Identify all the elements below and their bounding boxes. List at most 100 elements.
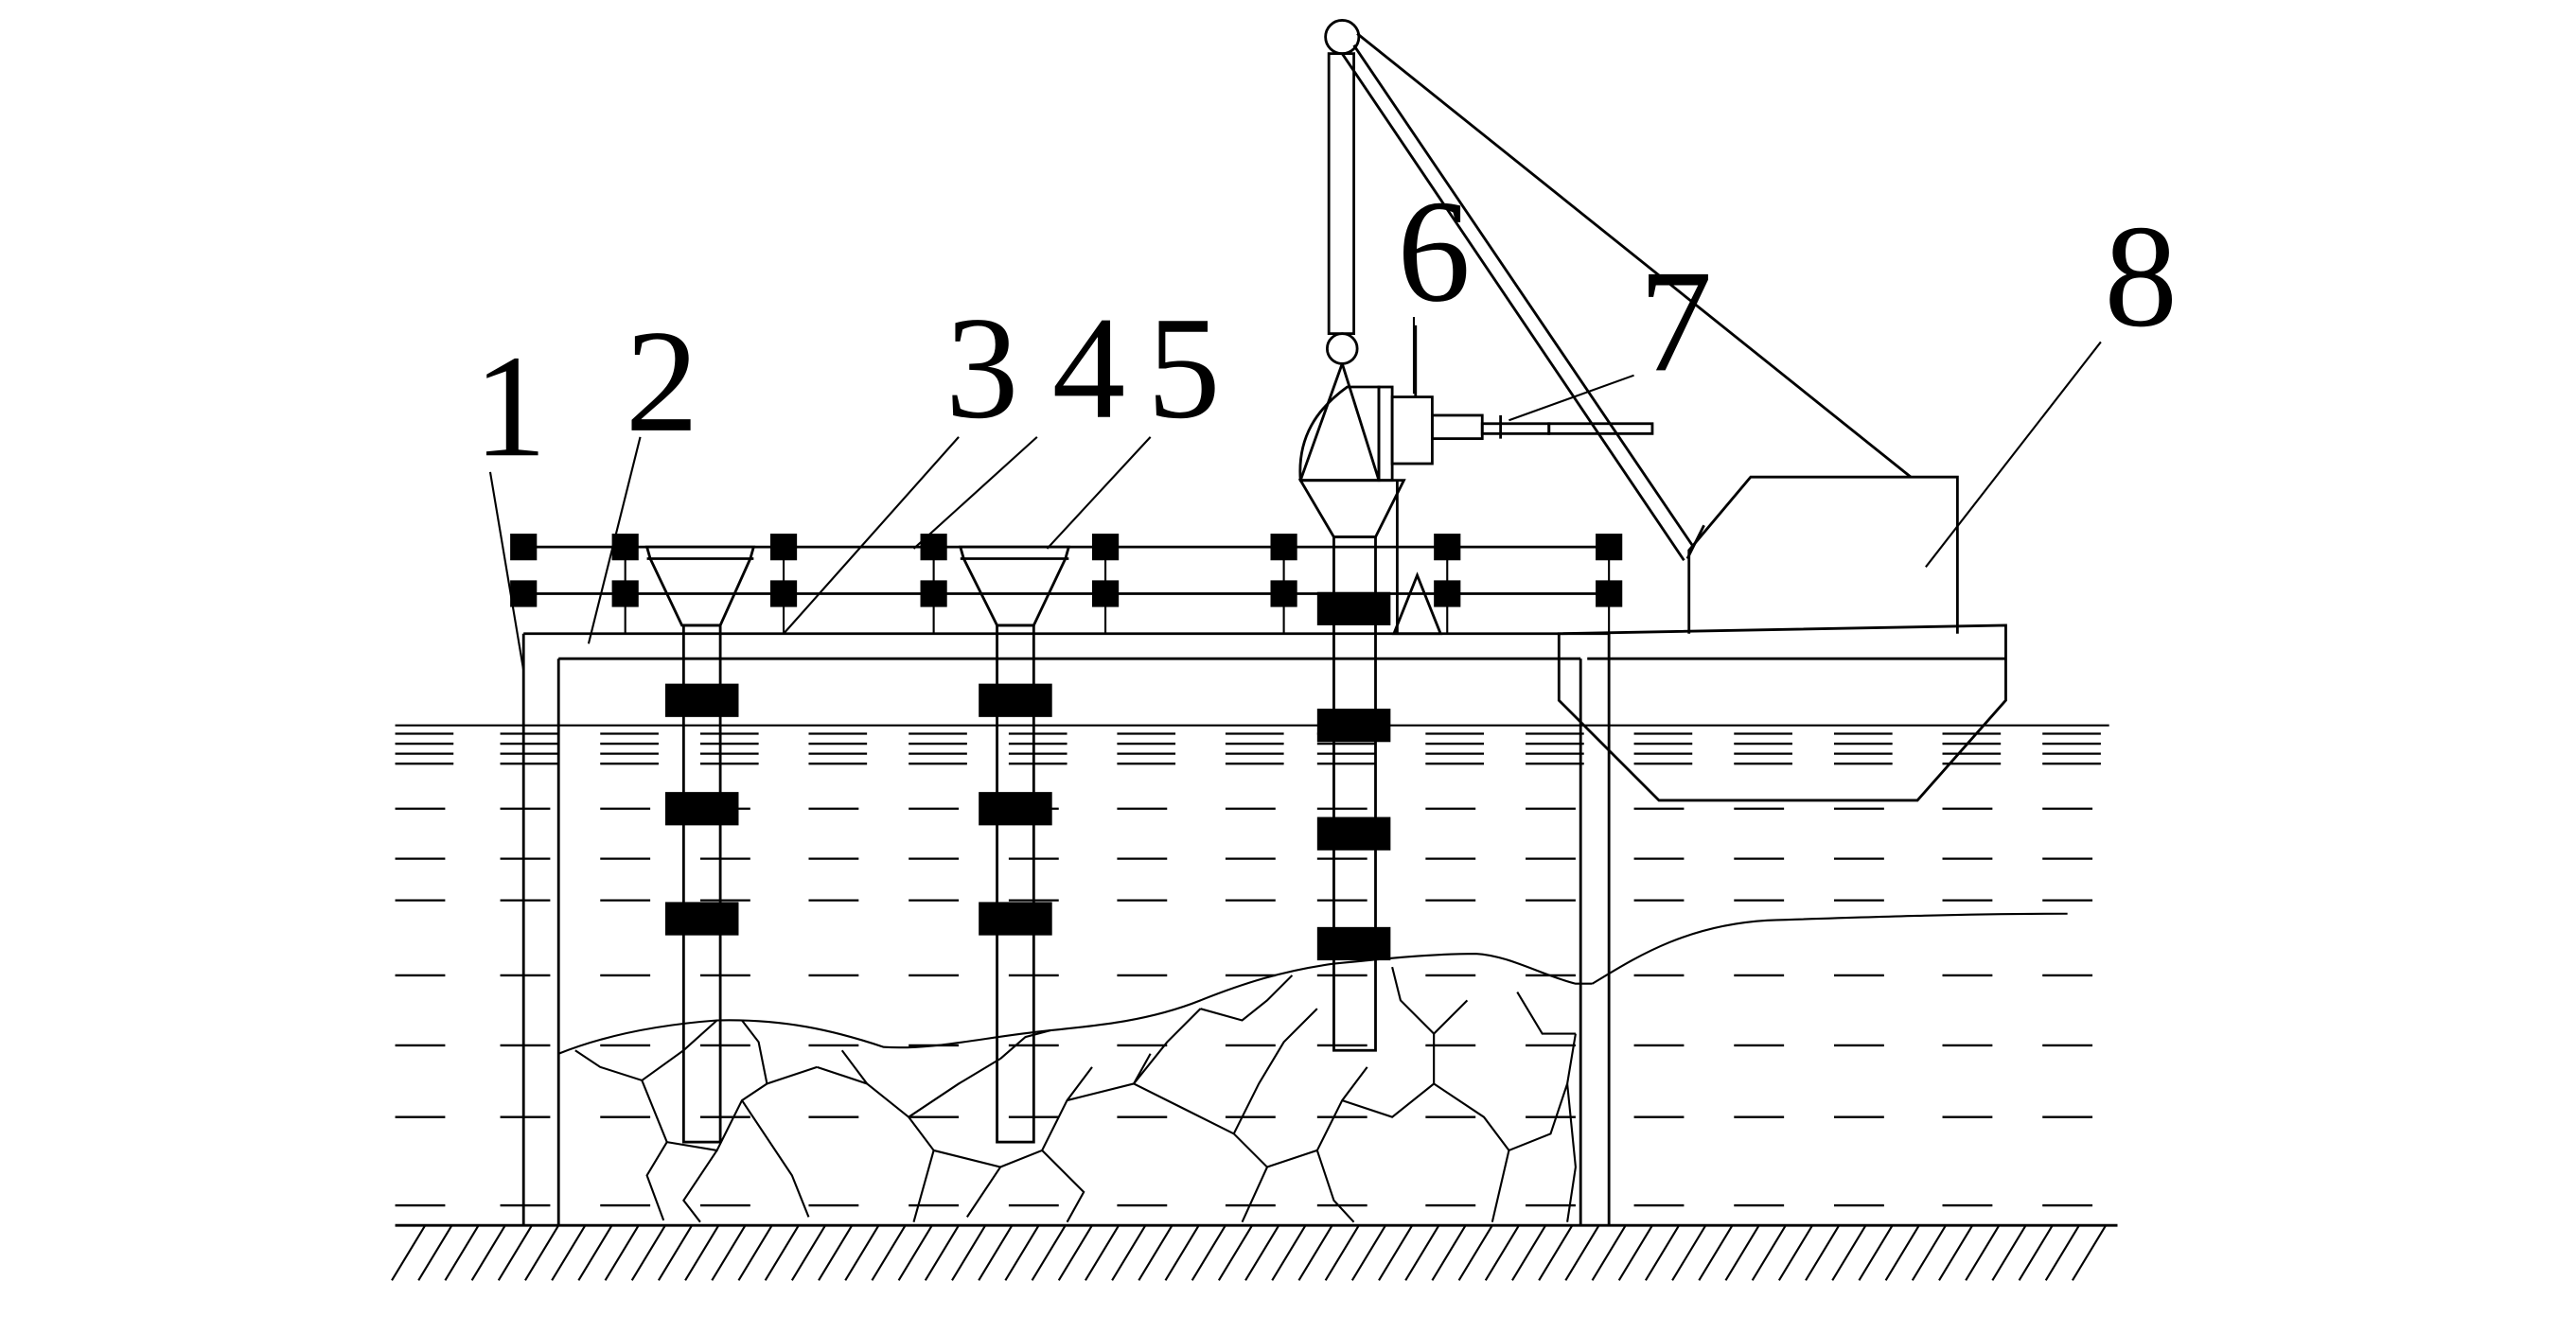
vibratory-hammer <box>1298 325 1443 636</box>
label-4: 4 <box>1052 287 1126 449</box>
hatch-line <box>524 1224 560 1281</box>
pile-driven <box>1297 479 1406 1052</box>
hatch-line <box>1564 1224 1600 1281</box>
hatch-line <box>871 1224 907 1281</box>
hatch-line <box>1617 1224 1653 1281</box>
pile-left <box>644 545 756 1144</box>
crane-ship <box>1557 475 2007 802</box>
hatch-line <box>1404 1224 1440 1281</box>
hatch-line <box>951 1224 987 1281</box>
pile-clamp-block <box>1316 816 1391 851</box>
hatch-line <box>737 1224 773 1281</box>
hatch-line <box>1938 1224 1974 1281</box>
hatch-line <box>497 1224 533 1281</box>
hatch-line <box>1164 1224 1200 1281</box>
pile-clamp-block <box>1316 709 1391 743</box>
hatch-line <box>1324 1224 1360 1281</box>
hatch-line <box>2018 1224 2054 1281</box>
pile-clamp-block <box>664 902 739 936</box>
hatch-line <box>1031 1224 1067 1281</box>
hatch-line <box>391 1224 427 1281</box>
pile-clamp-block <box>1316 591 1391 625</box>
rail-clamp <box>1091 580 1120 607</box>
rock-fill <box>557 912 2068 1223</box>
pile-middle <box>958 545 1071 1144</box>
crane <box>1324 19 1912 562</box>
rail-clamp <box>769 580 798 607</box>
hatch-line <box>1297 1224 1333 1281</box>
hatch-line <box>1645 1224 1681 1281</box>
hatch-line <box>1511 1224 1547 1281</box>
hatch-line <box>417 1224 453 1281</box>
hatch-line <box>1111 1224 1147 1281</box>
hatch-line <box>844 1224 880 1281</box>
hatch-line <box>604 1224 640 1281</box>
pile-clamp-block <box>1316 926 1391 961</box>
hatch-line <box>577 1224 613 1281</box>
rail-clamp <box>611 580 639 607</box>
rail-clamp <box>1091 534 1120 561</box>
hatch-line <box>1591 1224 1627 1281</box>
rail-clamp <box>611 534 639 561</box>
hatch-line <box>630 1224 666 1281</box>
hatch-line <box>1751 1224 1787 1281</box>
hatch-line <box>658 1224 694 1281</box>
rail-clamps <box>510 534 1623 607</box>
hatch-line <box>1965 1224 2001 1281</box>
hatch-line <box>1884 1224 1920 1281</box>
pile-clamp-block <box>664 683 739 717</box>
hatch-line <box>1431 1224 1467 1281</box>
water-body <box>395 724 2109 1207</box>
hatch-line <box>1378 1224 1414 1281</box>
hatch-line <box>684 1224 720 1281</box>
hatch-line <box>1805 1224 1841 1281</box>
label-5: 5 <box>1147 287 1221 449</box>
hatch-line <box>1057 1224 1093 1281</box>
water-dash-lines <box>395 732 2101 1207</box>
seabed-hatching <box>391 1224 2108 1281</box>
rail-clamp <box>510 534 538 561</box>
label-1: 1 <box>473 325 547 487</box>
hatch-line <box>1217 1224 1254 1281</box>
hatch-line <box>1538 1224 1574 1281</box>
hatch-line <box>818 1224 854 1281</box>
seabed-ground <box>391 1223 2118 1281</box>
hatch-line <box>1484 1224 1520 1281</box>
pile-clamp-block <box>664 792 739 826</box>
hatch-line <box>978 1224 1014 1281</box>
hatch-line <box>1138 1224 1173 1281</box>
hatch-line <box>444 1224 480 1281</box>
hatch-line <box>1911 1224 1947 1281</box>
hatch-line <box>897 1224 933 1281</box>
label-8: 8 <box>2104 195 2178 358</box>
hatch-line <box>1457 1224 1493 1281</box>
label-6: 6 <box>1397 169 1471 332</box>
hatch-line <box>1698 1224 1734 1281</box>
hatch-line <box>1991 1224 2027 1281</box>
label-7: 7 <box>1639 239 1713 402</box>
hatch-line <box>1350 1224 1386 1281</box>
hatch-line <box>1085 1224 1120 1281</box>
hatch-line <box>1724 1224 1760 1281</box>
rail-clamp <box>769 534 798 561</box>
hatch-line <box>1777 1224 1813 1281</box>
leader-lines <box>488 317 2102 671</box>
hatch-line <box>711 1224 747 1281</box>
rail-clamp <box>1270 580 1297 607</box>
rail-clamp <box>1270 534 1297 561</box>
hatch-line <box>2072 1224 2108 1281</box>
label-3: 3 <box>945 287 1019 449</box>
casing-frame <box>521 632 1611 1226</box>
rail-clamp <box>1596 580 1623 607</box>
hatch-line <box>1271 1224 1307 1281</box>
hatch-line <box>1831 1224 1867 1281</box>
hatch-line <box>1191 1224 1226 1281</box>
rail-clamp <box>1596 534 1623 561</box>
hatch-line <box>924 1224 960 1281</box>
hatch-line <box>1858 1224 1894 1281</box>
pile-clamp-block <box>979 902 1052 936</box>
hatch-line <box>790 1224 827 1281</box>
pile-clamp-block <box>979 683 1052 717</box>
